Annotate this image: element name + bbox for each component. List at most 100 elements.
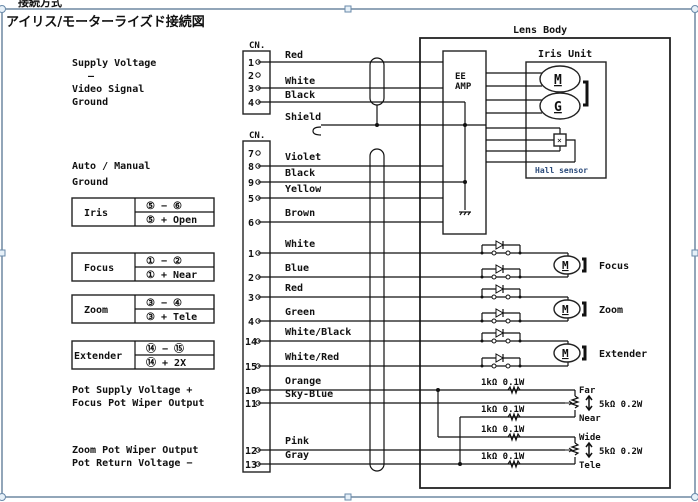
table-row-1: ⑤ − ⑥	[146, 201, 182, 212]
travel-arrow-icon	[585, 394, 593, 412]
cn2-pin-number: 2	[248, 273, 254, 284]
table-function-name: Iris	[84, 207, 108, 219]
resistor-1k: 1kΩ 0.1W	[481, 452, 525, 469]
resistor-1k: 1kΩ 0.1W	[481, 425, 525, 442]
table-function-name: Focus	[84, 263, 114, 274]
cn2-pin-number: 1	[248, 249, 254, 260]
limit-switch-diode	[480, 284, 522, 300]
label-ground-2: Ground	[72, 177, 108, 188]
resistor-label: 1kΩ 0.1W	[481, 378, 525, 388]
ground-symbol	[459, 211, 471, 216]
resistor-1k: 1kΩ 0.1W	[481, 405, 525, 422]
cn1-pin-terminal	[255, 72, 261, 78]
cn2-pin-number: 14	[245, 337, 257, 348]
pot-direction-near: Near	[579, 414, 601, 424]
cn2-pin-number: 4	[248, 317, 254, 328]
pot-direction-far: Far	[579, 386, 596, 396]
table-function-name: Zoom	[84, 305, 108, 316]
label-auto-manual: Auto / Manual	[72, 161, 150, 172]
function-table-focus: Focus ① − ② ① + Near	[71, 252, 215, 282]
table-row-2: ① + Near	[146, 270, 197, 281]
label-supply-voltage: Supply Voltage	[72, 58, 156, 69]
table-row-1: ① − ②	[146, 256, 182, 267]
cn2-pin-number: 15	[245, 362, 257, 373]
resize-handle-right[interactable]	[691, 249, 698, 257]
iris-generator-g: G	[554, 100, 562, 115]
cn2-wire-label: White/Red	[285, 351, 339, 363]
label-focus-pot: Focus Pot Wiper Output	[72, 397, 204, 409]
motor-symbol-m: M	[562, 259, 569, 272]
shield-tube-2	[369, 148, 385, 472]
limit-switch-diode	[480, 240, 522, 256]
cn2-pin-number: 6	[248, 218, 254, 229]
resize-handle-top-right[interactable]	[691, 5, 698, 13]
travel-arrow-icon	[585, 441, 593, 459]
hall-sensor-label: Hall sensor	[535, 166, 588, 175]
cn2-pin-number: 10	[245, 386, 257, 397]
hall-sensor-element	[553, 133, 567, 147]
resize-handle-top-left[interactable]	[0, 5, 6, 13]
cn1-pin-number: 2	[248, 71, 254, 82]
ee-amp-label-2: AMP	[455, 82, 472, 92]
cn2-wire-label: Green	[285, 307, 315, 318]
table-row-2: ③ + Tele	[146, 312, 197, 323]
resize-handle-bottom-right[interactable]	[691, 493, 698, 501]
iris-motor	[539, 65, 581, 93]
hall-sensor-x: ×	[557, 136, 562, 145]
motor-label: Focus	[599, 261, 629, 272]
ee-amp-label-1: EE	[455, 72, 466, 82]
resistor-label: 1kΩ 0.1W	[481, 405, 525, 415]
cn2-pin-number: 3	[248, 293, 254, 304]
cn2-pin-number: 9	[248, 178, 254, 189]
table-row-1: ③ − ④	[146, 298, 182, 309]
motor-bracket	[582, 301, 587, 317]
limit-switch-diode	[480, 264, 522, 280]
resize-handle-bottom[interactable]	[344, 493, 352, 501]
cn2-wire-label: Gray	[285, 450, 309, 461]
cn1-pin-number: 4	[248, 98, 254, 109]
connector-2-label: CN.	[249, 131, 265, 141]
resize-handle-top[interactable]	[344, 5, 352, 13]
cn2-pin-number: 12	[245, 446, 257, 457]
motor-extender: M Extender	[553, 343, 647, 363]
function-table-zoom: Zoom ③ − ④ ③ + Tele	[71, 294, 215, 324]
iris-motor-m: M	[554, 73, 562, 88]
cn2-wire-label: Pink	[285, 435, 309, 447]
header-fragment: 接続方式	[18, 0, 62, 9]
connector-2	[242, 140, 271, 473]
cn2-wire-label: Black	[285, 168, 315, 179]
label-ground-1: Ground	[72, 97, 108, 108]
cn2-wire-label: Blue	[285, 263, 309, 274]
shield-tube-1	[369, 57, 385, 106]
motor-bracket	[582, 345, 587, 361]
resize-handle-bottom-left[interactable]	[0, 493, 6, 501]
cn1-wire-label: Black	[285, 90, 315, 101]
cn2-wire-label: Orange	[285, 376, 321, 387]
cn2-pin-terminal	[255, 150, 261, 156]
table-row-1: ⑭ − ⑮	[146, 342, 184, 355]
motor-symbol-m: M	[562, 347, 569, 360]
label-dash: —	[88, 71, 95, 82]
pot-direction-wide: Wide	[579, 432, 601, 443]
pot-label: 5kΩ 0.2W	[599, 400, 643, 410]
iris-generator	[539, 92, 581, 120]
iris-unit-label: Iris Unit	[538, 48, 592, 60]
motor-label: Extender	[599, 349, 647, 360]
lens-body-label: Lens Body	[513, 25, 567, 36]
table-row-2: ⑭ + 2X	[146, 356, 186, 369]
lens-body-box	[419, 37, 671, 489]
cn2-wire-label: Brown	[285, 208, 315, 219]
motor-symbol-m: M	[562, 303, 569, 316]
cn1-wire-label: Red	[285, 50, 303, 61]
cn2-pin-number: 5	[248, 194, 254, 205]
limit-switch-diode	[480, 308, 522, 324]
resize-handle-left[interactable]	[0, 249, 6, 257]
label-zoom-pot: Zoom Pot Wiper Output	[72, 444, 198, 456]
label-video-signal: Video Signal	[72, 83, 144, 95]
table-function-name: Extender	[74, 351, 122, 362]
